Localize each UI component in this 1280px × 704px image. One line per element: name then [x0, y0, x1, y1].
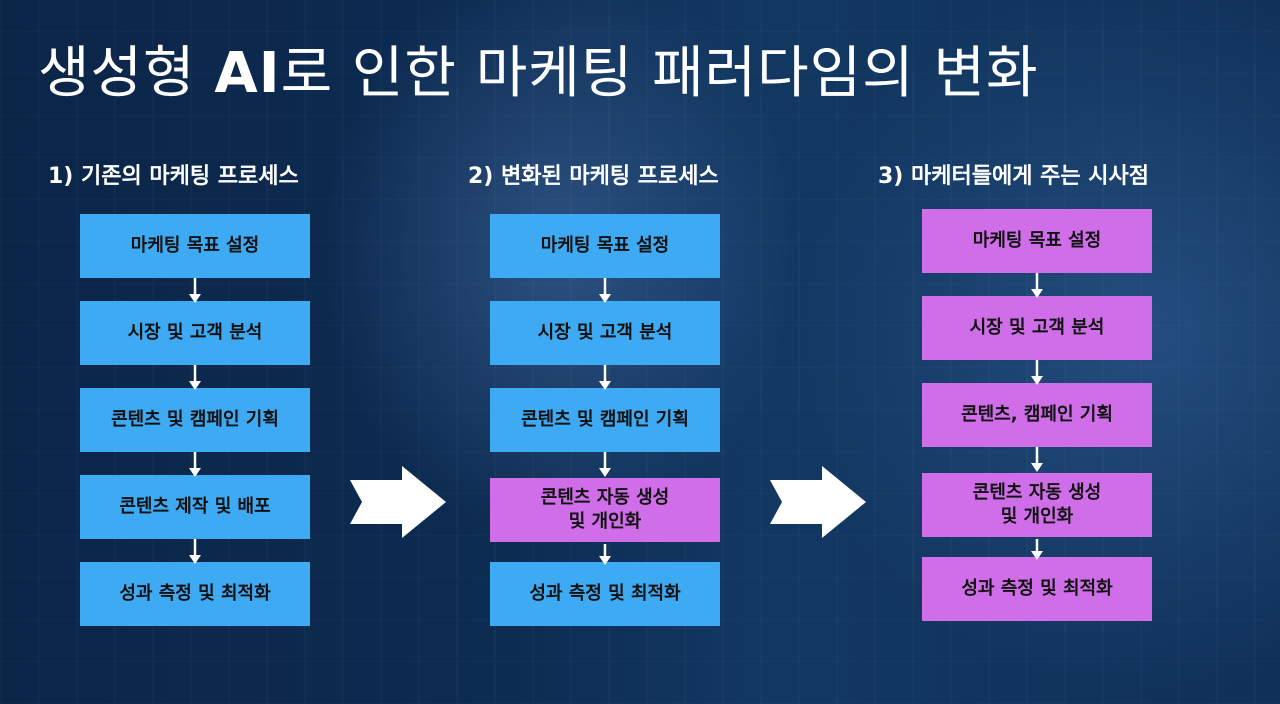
column-1-step-5: 성과 측정 및 최적화: [80, 562, 310, 626]
column-1-step-2: 시장 및 고객 분석: [80, 301, 310, 365]
title-prefix: 생성형: [38, 41, 215, 106]
column-3-step-4: 콘텐츠 자동 생성 및 개인화: [922, 473, 1152, 537]
down-arrow-icon: [189, 278, 201, 303]
down-arrow-icon: [599, 452, 611, 477]
down-arrow-icon: [1031, 539, 1043, 560]
column-3-step-3: 콘텐츠, 캠페인 기획: [922, 383, 1152, 447]
right-arrow-icon: [350, 466, 446, 538]
page-title: 생성형 AI로 인한 마케팅 패러다임의 변화: [38, 28, 1039, 109]
column-2-step-3: 콘텐츠 및 캠페인 기획: [490, 388, 720, 452]
down-arrow-icon: [189, 539, 201, 564]
column-2-step-2: 시장 및 고객 분석: [490, 301, 720, 365]
down-arrow-icon: [1031, 447, 1043, 472]
column-3-step-1: 마케팅 목표 설정: [922, 209, 1152, 273]
title-suffix: 로 인한 마케팅 패러다임의 변화: [280, 41, 1039, 106]
down-arrow-icon: [599, 278, 611, 303]
title-bold: AI: [214, 41, 281, 106]
column-1-step-1: 마케팅 목표 설정: [80, 214, 310, 278]
column-1-step-3: 콘텐츠 및 캠페인 기획: [80, 388, 310, 452]
column-2-step-1: 마케팅 목표 설정: [490, 214, 720, 278]
column-3-step-5: 성과 측정 및 최적화: [922, 557, 1152, 621]
down-arrow-icon: [189, 452, 201, 477]
down-arrow-icon: [1031, 273, 1043, 298]
column-3-heading: 3) 마케터들에게 주는 시사점: [878, 164, 1149, 189]
column-1-step-4: 콘텐츠 제작 및 배포: [80, 475, 310, 539]
right-arrow-icon: [770, 466, 866, 538]
column-2-heading: 2) 변화된 마케팅 프로세스: [468, 164, 719, 189]
down-arrow-icon: [1031, 360, 1043, 385]
column-3-step-2: 시장 및 고객 분석: [922, 296, 1152, 360]
down-arrow-icon: [599, 544, 611, 565]
down-arrow-icon: [189, 365, 201, 390]
column-2-step-4: 콘텐츠 자동 생성 및 개인화: [490, 478, 720, 542]
column-1-heading: 1) 기존의 마케팅 프로세스: [48, 164, 299, 189]
down-arrow-icon: [599, 365, 611, 390]
column-2-step-5: 성과 측정 및 최적화: [490, 562, 720, 626]
